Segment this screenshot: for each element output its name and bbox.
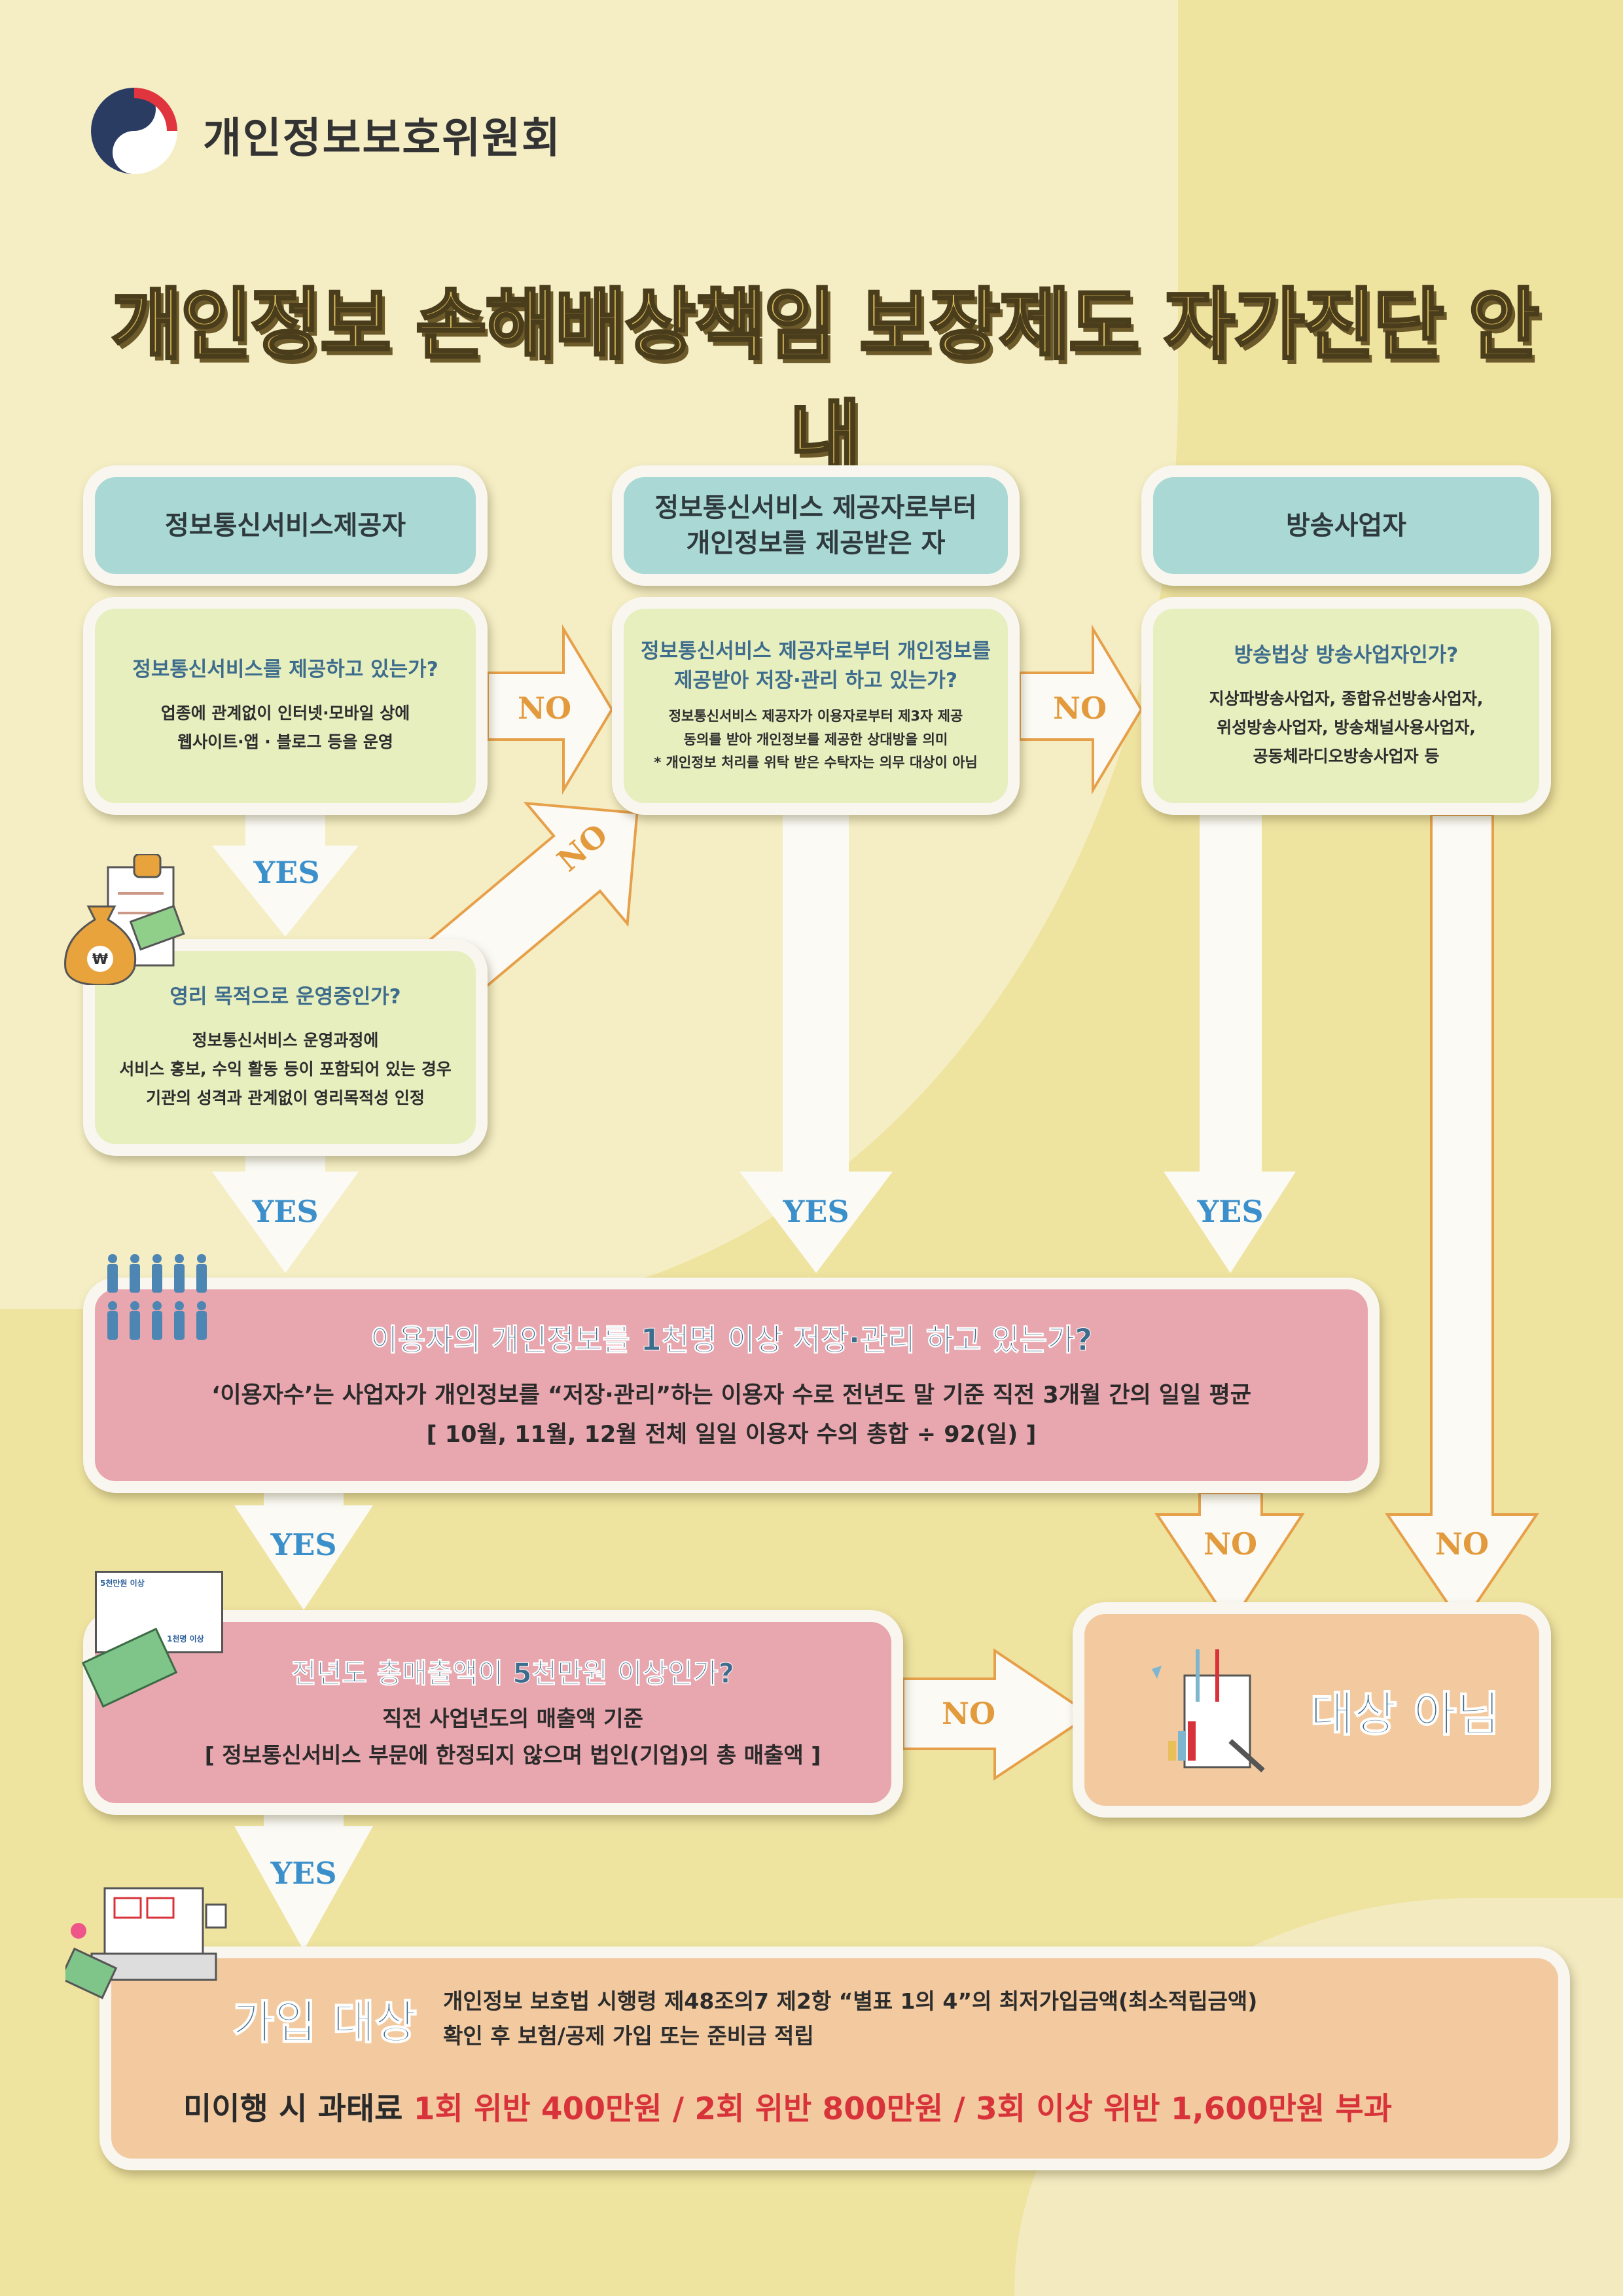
- people-icon: [107, 1254, 207, 1340]
- question-formula: [ 10월, 11월, 12월 전체 일일 이용자 수의 총합 ÷ 92(일) …: [426, 1421, 1037, 1448]
- result-not-target: 대상 아님: [1073, 1602, 1551, 1818]
- question-title-line: 제공받아 저장·관리 하고 있는가?: [674, 668, 957, 692]
- header-broadcaster: 방송사업자: [1141, 465, 1551, 586]
- header-recipient: 정보통신서비스 제공자로부터 개인정보를 제공받은 자: [612, 465, 1020, 586]
- icon-label: 5천만원 이상: [100, 1579, 145, 1588]
- question-provides-service: 정보통신서비스를 제공하고 있는가? 업종에 관계없이 인터넷·모바일 상에 웹…: [83, 597, 488, 815]
- question-title: 전년도 총매출액이 5천만원 이상인가?: [291, 1657, 735, 1689]
- question-for-profit: 영리 목적으로 운영중인가? 정보통신서비스 운영과정에 서비스 홍보, 수익 …: [83, 939, 488, 1156]
- arrow-no-sales-to-not-target: [902, 1648, 1093, 1781]
- question-annual-sales: 전년도 총매출액이 5천만원 이상인가? 직전 사업년도의 매출액 기준 [ 정…: [83, 1610, 903, 1815]
- header-label: 방송사업자: [1286, 511, 1406, 541]
- arrow-label-yes: YES: [253, 855, 320, 890]
- question-detail: 정보통신서비스 제공자가 이용자로부터 제3자 제공: [668, 708, 963, 724]
- target-label: 가입 대상: [232, 1995, 418, 2050]
- question-detail: [ 정보통신서비스 부문에 한정되지 않으며 법인(기업)의 총 매출액 ]: [204, 1742, 821, 1768]
- arrow-label-no: NO: [941, 1696, 996, 1731]
- arrow-no-col2-to-col3: [1018, 624, 1143, 795]
- question-title-line: 정보통신서비스 제공자로부터 개인정보를: [641, 639, 991, 664]
- question-title: 정보통신서비스 제공자로부터 개인정보를 제공받아 저장·관리 하고 있는가?: [641, 637, 991, 696]
- question-broadcaster: 방송법상 방송사업자인가? 지상파방송사업자, 종합유선방송사업자, 위성방송사…: [1141, 597, 1551, 815]
- question-title: 방송법상 방송사업자인가?: [1234, 643, 1459, 668]
- question-detail: ‘이용자수’는 사업자가 개인정보를 “저장·관리”하는 이용자 수로 전년도 …: [211, 1382, 1251, 1408]
- question-detail: 정보통신서비스 운영과정에: [192, 1031, 379, 1050]
- arrow-yes-profit-to-users: [212, 1152, 359, 1273]
- arrow-label-no: NO: [517, 691, 572, 726]
- arrow-label-no: NO: [1052, 691, 1107, 726]
- ledger-money-icon: 5천만원 이상 1천명 이상: [81, 1571, 226, 1708]
- not-target-label: 대상 아님: [1310, 1686, 1501, 1742]
- question-detail: 기관의 성격과 관계없이 영리목적성 인정: [146, 1088, 425, 1107]
- target-detail: 확인 후 보험/공제 가입 또는 준비금 적립: [442, 2022, 814, 2049]
- question-title: 영리 목적으로 운영중인가?: [169, 985, 401, 1009]
- header-label: 정보통신서비스제공자: [165, 511, 406, 541]
- penalty-text: 1회 위반 400만원 / 2회 위반 800만원 / 3회 이상 위반 1,6…: [413, 2090, 1393, 2127]
- arrow-label-yes: YES: [252, 1194, 319, 1229]
- question-received-data: 정보통신서비스 제공자로부터 개인정보를 제공받아 저장·관리 하고 있는가? …: [612, 597, 1020, 815]
- arrow-label-no: NO: [1203, 1526, 1258, 1562]
- arrow-yes-sales-to-target: [234, 1812, 373, 1950]
- laptop-hands-icon: [65, 1887, 227, 2000]
- header-label-line: 개인정보를 제공받은 자: [686, 528, 946, 558]
- question-detail: 직전 사업년도의 매출액 기준: [382, 1705, 643, 1731]
- question-detail: 웹사이트·앱 · 블로그 등을 운영: [177, 732, 393, 751]
- arrow-label-yes: YES: [270, 1527, 337, 1562]
- arrow-no-profit-to-col2: [426, 801, 639, 998]
- icon-label: 1천명 이상: [167, 1634, 204, 1643]
- question-title: 정보통신서비스를 제공하고 있는가?: [132, 658, 438, 682]
- arrow-label-no: NO: [1435, 1526, 1489, 1562]
- question-detail: 업종에 관계없이 인터넷·모바일 상에: [160, 704, 410, 723]
- svg-text:₩: ₩: [92, 952, 108, 968]
- question-detail: 동의를 받아 개인정보를 제공한 상대방을 의미: [683, 731, 948, 747]
- arrow-yes-col1-to-profit: [212, 810, 359, 937]
- money-bag-icon: ₩: [64, 854, 185, 985]
- penalty-label: 미이행 시 과태료: [183, 2090, 403, 2127]
- arrow-label-yes: YES: [783, 1194, 849, 1229]
- header-info-provider: 정보통신서비스제공자: [83, 465, 488, 586]
- logo-emblem-icon: [91, 88, 177, 174]
- question-detail: 지상파방송사업자, 종합유선방송사업자,: [1209, 689, 1484, 709]
- arrow-yes-col3-to-users: [1164, 810, 1296, 1273]
- arrow-label-yes: YES: [1197, 1194, 1264, 1229]
- arrow-no-col3-to-not-target: [1385, 814, 1539, 1627]
- org-name: 개인정보보호위원회: [203, 115, 562, 163]
- arrow-yes-col2-to-users: [740, 810, 893, 1273]
- question-note: * 개인정보 처리를 위탁 받은 수탁자는 의무 대상이 아님: [654, 755, 978, 771]
- question-detail: 서비스 홍보, 수익 활동 등이 포함되어 있는 경우: [119, 1060, 452, 1079]
- result-target: 가입 대상 개인정보 보호법 시행령 제48조의7 제2항 “별표 1의 4”의…: [99, 1946, 1570, 2170]
- question-detail: 공동체라디오방송사업자 등: [1253, 746, 1440, 766]
- arrow-yes-users-to-sales: [234, 1489, 373, 1610]
- question-user-count: 이용자의 개인정보를 1천명 이상 저장·관리 하고 있는가? ‘이용자수’는 …: [83, 1278, 1380, 1493]
- arrow-no-col1-to-col2: [486, 624, 614, 795]
- header-label-line: 정보통신서비스 제공자로부터: [654, 493, 977, 523]
- question-title: 이용자의 개인정보를 1천명 이상 저장·관리 하고 있는가?: [370, 1322, 1093, 1358]
- arrow-no-users-to-not-target: [1154, 1492, 1305, 1627]
- question-detail: 위성방송사업자, 방송채널사용사업자,: [1217, 718, 1476, 738]
- arrow-label-yes: YES: [270, 1856, 337, 1891]
- document-chart-icon: [1152, 1649, 1265, 1772]
- target-detail: 개인정보 보호법 시행령 제48조의7 제2항 “별표 1의 4”의 최저가입금…: [442, 1988, 1258, 2014]
